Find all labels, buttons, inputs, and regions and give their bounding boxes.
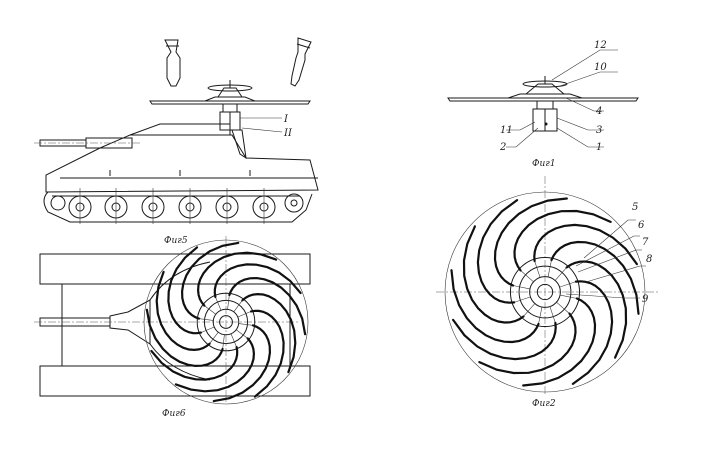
hub [212, 308, 240, 336]
fan-blade [241, 292, 297, 374]
fan-blade [476, 199, 519, 304]
fan-blade [228, 276, 307, 336]
road-wheel [141, 188, 165, 224]
hub-rib [533, 259, 541, 278]
label-2: 2 [499, 142, 506, 153]
caption-fig1: Фиг1 [532, 159, 556, 169]
fan-blade [571, 280, 614, 385]
label-12: 12 [594, 40, 607, 51]
fan-blade [180, 241, 240, 320]
fan-blade [452, 318, 557, 361]
label-4: 4 [595, 106, 602, 117]
hub-rib [554, 265, 569, 281]
fan-blade [250, 309, 285, 398]
missile-left [164, 39, 181, 87]
outer-circle [143, 239, 309, 405]
road-wheel [50, 195, 66, 211]
label-II: II [283, 128, 293, 139]
hub-center [536, 283, 554, 301]
hub-rib [559, 280, 578, 288]
hub-rib [511, 284, 531, 290]
hub-rib [549, 306, 557, 325]
rotor-disk-fig5 [149, 80, 311, 160]
fan-blade [550, 240, 640, 315]
road-wheel [178, 188, 202, 224]
hub-rib [556, 301, 572, 316]
fan-blade [213, 263, 302, 298]
caption-fig2: Фиг2 [532, 399, 556, 409]
fan-blade [145, 308, 224, 368]
fan-blade [174, 337, 256, 393]
label-7: 7 [642, 237, 649, 248]
road-wheel [68, 188, 92, 224]
label-10: 10 [594, 62, 607, 73]
figure-2-rotor-top-view: 5 6 7 8 9 Фиг2 [436, 176, 660, 409]
hub-rib [230, 333, 238, 349]
road-wheel [252, 188, 276, 224]
hub-ring [509, 256, 581, 328]
fan-rotor-fig2 [444, 191, 646, 393]
fan-blade [522, 297, 597, 387]
label-11: 11 [500, 125, 513, 136]
hub-rib [521, 303, 536, 319]
fan-blade [450, 269, 540, 344]
fan-blade [493, 197, 568, 287]
fan-blade [565, 260, 628, 359]
tank-hull [34, 123, 319, 223]
fan-blade [196, 251, 278, 307]
fan-blade [150, 346, 239, 381]
label-I: I [283, 114, 289, 125]
fan-rotor-fig6 [143, 239, 309, 405]
hub-ring-inner [518, 265, 572, 319]
label-8: 8 [646, 254, 652, 265]
hub-ring [196, 292, 256, 352]
figure-5-tank-side-view: I II Фиг5 [34, 37, 319, 246]
fan-blade [462, 225, 525, 324]
hub-rib [547, 258, 553, 278]
hub-rib [199, 326, 215, 334]
hub-center [219, 315, 233, 329]
hub-rib [518, 268, 534, 283]
missile-right [290, 37, 312, 87]
fan-blade [155, 270, 211, 352]
hub-rib [512, 296, 531, 304]
fan-blade [513, 209, 612, 272]
road-wheels [50, 188, 304, 224]
label-1: 1 [596, 142, 602, 153]
hub [529, 276, 561, 308]
label-3: 3 [596, 125, 602, 136]
track-bottom [39, 365, 311, 397]
hub-rib [537, 306, 543, 326]
caption-fig5: Фиг5 [164, 236, 188, 246]
hub-rib [214, 295, 222, 311]
figure-6-tank-top-view: Фиг6 [34, 236, 311, 419]
figure-1-rotor-side-view: 12 10 4 3 1 11 2 Фиг1 [447, 40, 639, 169]
hub-ring-inner [203, 299, 249, 345]
caption-fig6: Фиг6 [162, 409, 186, 419]
label-5: 5 [632, 202, 638, 213]
label-6: 6 [638, 220, 645, 231]
fan-blade [478, 312, 577, 375]
fan-blade [167, 246, 202, 335]
hub-rib [559, 294, 579, 300]
hub-rib [237, 310, 253, 318]
label-9: 9 [642, 294, 649, 305]
road-wheel [284, 193, 304, 213]
road-wheel [215, 188, 239, 224]
track-top [39, 253, 311, 285]
fan-blade [533, 223, 638, 266]
road-wheel [104, 188, 128, 224]
outer-circle [444, 191, 646, 393]
fan-blade [212, 324, 272, 403]
